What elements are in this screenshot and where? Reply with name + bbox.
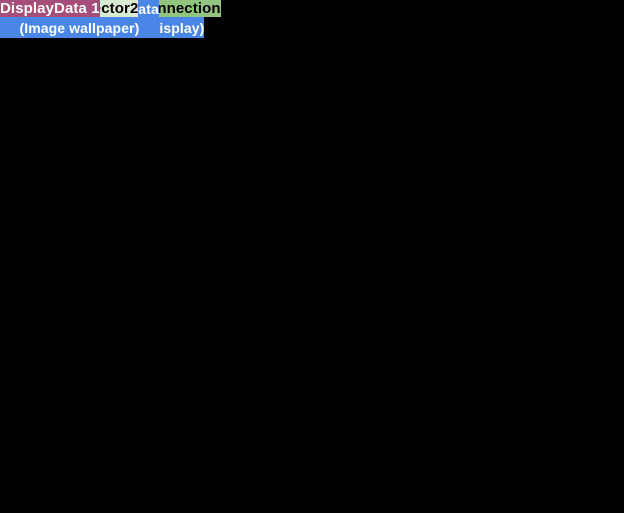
box-display-data-1-2: DisplayData 1 [0,0,100,17]
